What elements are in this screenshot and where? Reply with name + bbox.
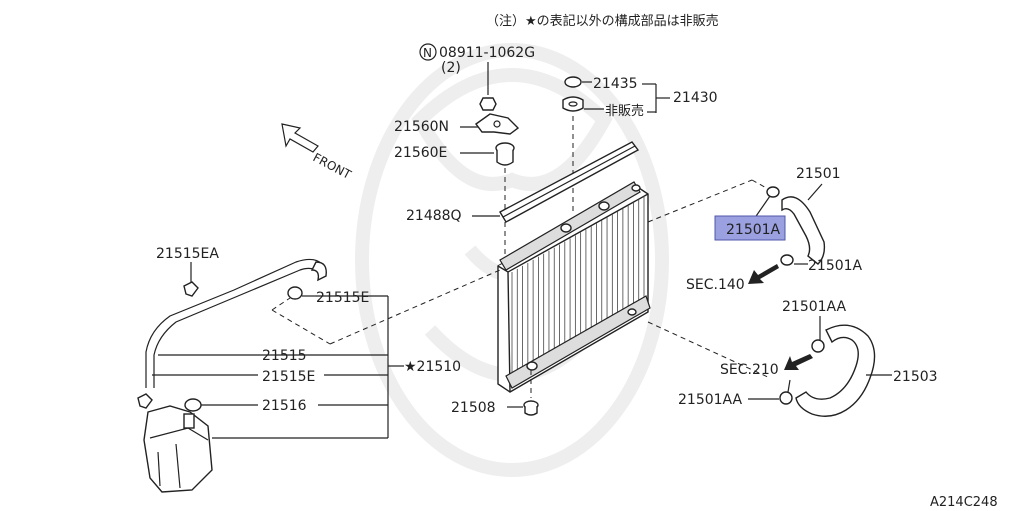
diagram-code: A214C248 (930, 495, 998, 510)
label-not-sold: 非販売 (605, 103, 644, 119)
label-21516: 21516 (262, 398, 307, 414)
clamp-21501AA-bottom-part (779, 379, 793, 405)
nut-part (479, 97, 497, 111)
label-21508: 21508 (451, 400, 496, 416)
reservoir-cap-21516-part (184, 398, 202, 412)
arrow-sec210-icon (784, 354, 813, 370)
label-21560E: 21560E (394, 145, 447, 161)
label-21488Q: 21488Q (406, 208, 462, 224)
label-sec210: SEC.210 (720, 362, 779, 378)
note-text: （注）★の表記以外の構成部品は非販売 (486, 13, 719, 29)
clamp-21501AA-top-part (811, 339, 825, 353)
label-21501A-bottom: 21501A (808, 258, 863, 274)
label-08911-1062G: 08911-1062G (439, 45, 535, 61)
label-08911-qty: (2) (441, 60, 461, 76)
clip-21515EA-part (183, 281, 199, 297)
label-21515EA: 21515EA (156, 246, 219, 262)
front-label: FRONT (311, 150, 354, 182)
reservoir-tank-21510-part (143, 405, 213, 493)
label-21435: 21435 (593, 76, 638, 92)
label-21501AA-top: 21501AA (782, 299, 847, 315)
n-symbol-icon (419, 43, 437, 61)
label-21501A-top: 21501A (726, 222, 781, 238)
label-21501: 21501 (796, 166, 841, 182)
label-21510: ★21510 (404, 359, 461, 375)
label-21501AA-bottom: 21501AA (678, 392, 743, 408)
overflow-hose-21515-part (145, 258, 327, 388)
clamp-21515E-top-part (287, 286, 303, 300)
lower-hose-21503-part (795, 324, 876, 417)
label-21430: 21430 (673, 90, 718, 106)
clamp-21515E-bottom-part (137, 393, 153, 409)
arrow-sec140-icon (748, 264, 779, 284)
label-sec140: SEC.140 (686, 277, 745, 293)
seal-strip-21488Q-part (499, 141, 640, 223)
radiator-cap-part (564, 76, 582, 88)
n-symbol-letter: N (423, 46, 432, 60)
label-21515E-top: 21515E (316, 290, 369, 306)
mount-21508-part (523, 400, 539, 416)
mount-21560E-part (495, 142, 515, 166)
clamp-21501A-top-part (766, 186, 780, 198)
label-21560N: 21560N (394, 119, 449, 135)
front-arrow-icon (281, 123, 319, 153)
highlight-21501A (714, 215, 786, 241)
filler-neck-part (562, 96, 584, 112)
upper-hose-21501-part (781, 196, 826, 265)
clamp-21501A-bottom-part (780, 254, 794, 266)
label-21515: 21515 (262, 348, 307, 364)
radiator-core-part (497, 181, 651, 393)
bracket-21560N-part (475, 113, 520, 135)
label-21515E-bottom: 21515E (262, 369, 315, 385)
label-21503: 21503 (893, 369, 938, 385)
